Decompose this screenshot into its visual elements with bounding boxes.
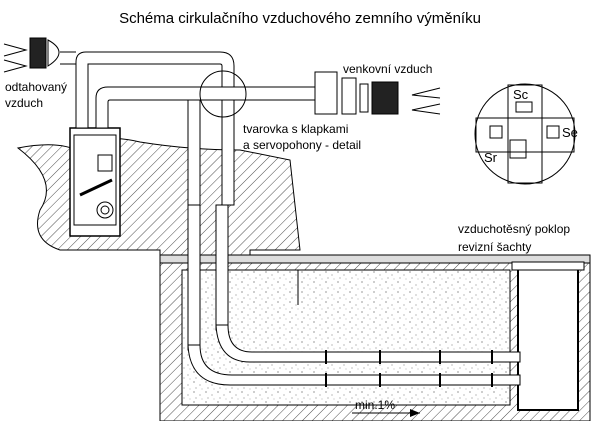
exhaust-hood <box>47 39 60 67</box>
shaft-cover-label-1: vzduchotěsný poklop <box>458 222 571 236</box>
detail-label-sr: Sr <box>484 150 497 165</box>
outdoor-air-label: venkovní vzduch <box>343 62 433 76</box>
intake-grille <box>371 81 399 115</box>
upper-ground <box>16 138 301 256</box>
fan-icon <box>96 201 114 219</box>
detail-label-se: Se <box>562 125 578 140</box>
foundation-step <box>275 269 299 305</box>
exhaust-grille <box>29 37 47 69</box>
fitting-detail <box>474 83 576 185</box>
intake-filter-1 <box>314 71 338 115</box>
exhaust-air-label-2: vzduch <box>5 96 44 110</box>
exhaust-arrows-icon <box>3 43 28 73</box>
ground-pipe-upper <box>215 324 521 363</box>
ground-pipe-lower <box>187 344 521 386</box>
slope-arrow-icon <box>410 409 420 417</box>
duct-upper <box>75 51 235 206</box>
fitting-label-2: a servopohony - detail <box>243 138 362 152</box>
slope-label: min.1% <box>355 398 396 412</box>
exhaust-air-label-1: odtahovaný <box>5 80 68 94</box>
insulation-layer <box>159 254 591 264</box>
detail-label-sc: Sc <box>513 87 529 102</box>
shaft-cover-label-2: revizní šachty <box>458 240 532 254</box>
recuperation-unit <box>69 127 121 237</box>
diagram-title: Schéma cirkulačního vzduchového zemního … <box>119 10 481 27</box>
inspection-shaft <box>517 267 579 411</box>
vertical-pipe-right <box>215 204 229 331</box>
intake-arrows-icon <box>411 87 441 115</box>
pipe-joints <box>325 350 493 387</box>
vertical-pipe-left <box>187 204 201 351</box>
fitting-marker-circle <box>199 70 247 118</box>
duct-down-left <box>187 99 201 206</box>
fitting-label-1: tvarovka s klapkami <box>243 122 349 136</box>
intake-filter-2 <box>341 77 357 115</box>
intake-filter-3 <box>359 83 369 113</box>
shaft-cover <box>511 261 585 271</box>
